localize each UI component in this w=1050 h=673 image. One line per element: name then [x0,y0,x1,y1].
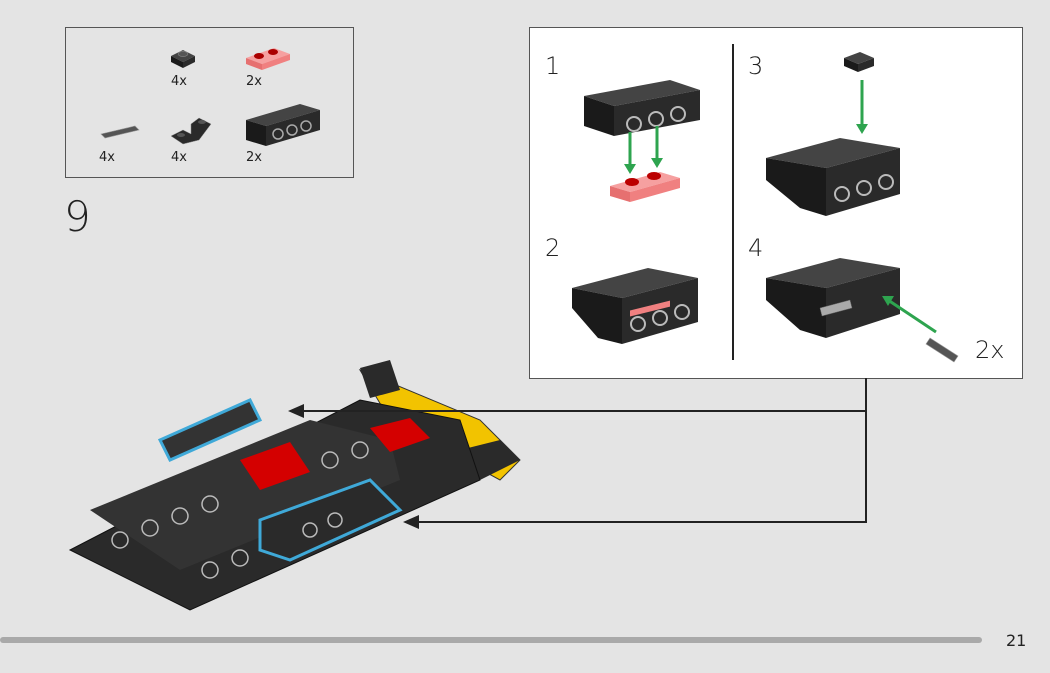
step1-illustration [584,80,700,202]
multiplier: 2x [975,336,1005,364]
sub-step-number: 2 [545,234,561,262]
parts-qty: 4x [171,74,187,89]
sub-step-number: 4 [748,234,764,262]
sub-assembly-panel: 1 2 3 4 2x [529,27,1023,379]
technic-brick-icon [246,104,320,146]
step-number: 9 [64,192,91,241]
parts-qty: 4x [171,150,187,165]
page-number: 21 [1006,631,1027,650]
plate-1x2-trans-red-icon [246,48,290,70]
sub-step-number: 1 [545,52,561,80]
sub-step-number: 3 [748,52,764,80]
progress-bar [0,637,982,643]
bracket-inverted-icon [170,117,212,145]
parts-list: 4x 2x 4x 4x 2x [65,27,354,178]
parts-qty: 4x [99,150,115,165]
step2-illustration [572,268,698,344]
divider [732,44,734,360]
main-model-illustration [68,360,521,611]
parts-qty: 2x [246,74,262,89]
parts-qty: 2x [246,150,262,165]
step3-illustration [766,52,900,216]
step4-illustration [766,258,959,363]
pin-connector-icon [100,125,140,139]
plate-1x1-icon [171,50,195,68]
